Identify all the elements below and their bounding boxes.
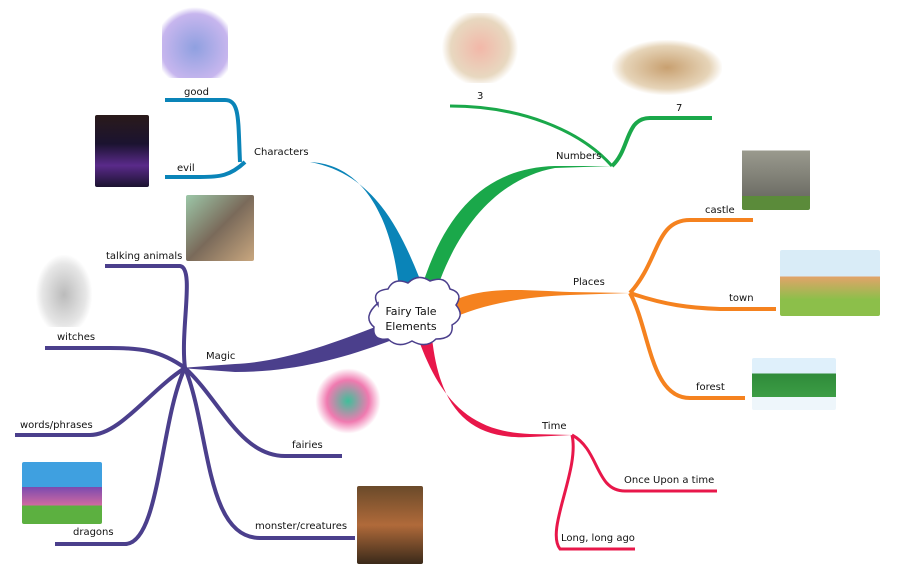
branch-numbers	[418, 166, 612, 305]
branch-places	[445, 289, 630, 320]
branch-castle	[628, 218, 753, 295]
label-long-ago[interactable]: Long, long ago	[561, 533, 635, 544]
town-image	[780, 250, 880, 316]
branch-once	[571, 433, 717, 493]
label-forest[interactable]: forest	[696, 382, 725, 393]
label-evil[interactable]: evil	[177, 163, 195, 174]
branch-dragons	[55, 367, 187, 546]
label-3[interactable]: 3	[477, 91, 484, 102]
castle-image	[742, 140, 810, 210]
center-line1: Fairy Tale	[385, 305, 437, 318]
label-once-upon[interactable]: Once Upon a time	[624, 475, 715, 486]
label-numbers[interactable]: Numbers	[556, 151, 602, 162]
label-good[interactable]: good	[184, 87, 209, 98]
branch-fairies	[183, 366, 342, 458]
fairies-image	[315, 368, 381, 434]
seven-dwarfs-image	[612, 40, 722, 95]
cloud-shape	[368, 276, 461, 346]
branch-good	[165, 98, 242, 163]
label-time[interactable]: Time	[542, 421, 567, 432]
center-line2: Elements	[385, 320, 437, 333]
branch-talking-animals	[105, 264, 189, 369]
central-topic[interactable]: Fairy Tale Elements	[366, 294, 456, 344]
branch-7	[610, 116, 712, 168]
branch-monsters	[183, 367, 355, 540]
dragon-image	[22, 462, 102, 524]
branch-evil	[165, 160, 247, 179]
branch-3	[449, 104, 614, 167]
label-witches[interactable]: witches	[57, 332, 96, 343]
talking-animals-image	[186, 195, 254, 261]
label-7[interactable]: 7	[676, 103, 683, 114]
branch-long-ago	[554, 434, 635, 551]
evil-queen-image	[95, 115, 149, 187]
label-places[interactable]: Places	[573, 277, 605, 288]
branch-town	[629, 291, 776, 311]
branch-forest	[628, 292, 745, 400]
witch-image	[36, 255, 92, 327]
label-talking-animals[interactable]: talking animals	[106, 251, 183, 262]
fairy-godmother-image	[162, 2, 228, 78]
label-monster-creatures[interactable]: monster/creatures	[255, 521, 348, 532]
label-town[interactable]: town	[729, 293, 754, 304]
branch-characters	[240, 162, 428, 300]
branch-magic	[180, 325, 392, 372]
three-pigs-image	[440, 13, 520, 83]
branch-witches	[45, 346, 187, 370]
label-fairies[interactable]: fairies	[292, 440, 323, 451]
label-dragons[interactable]: dragons	[73, 527, 114, 538]
label-words-phrases[interactable]: words/phrases	[20, 420, 93, 431]
monster-image	[357, 486, 423, 564]
forest-image	[752, 358, 836, 410]
label-castle[interactable]: castle	[705, 205, 735, 216]
branch-words	[15, 366, 187, 437]
label-magic[interactable]: Magic	[206, 351, 236, 362]
label-characters[interactable]: Characters	[254, 147, 309, 158]
